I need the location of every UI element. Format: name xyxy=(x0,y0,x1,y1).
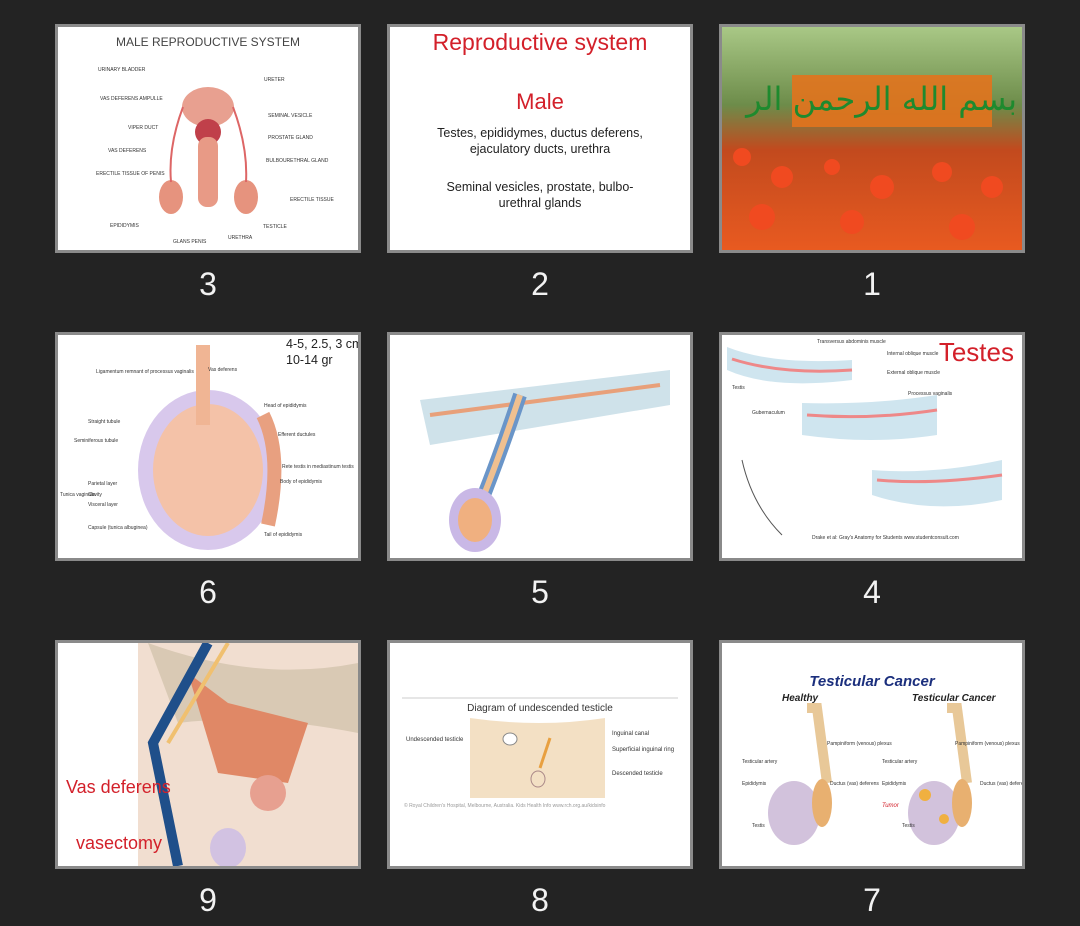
label: Tunica vaginalis xyxy=(60,492,96,498)
label: Inguinal canal xyxy=(612,731,650,737)
label: SEMINAL VESICLE xyxy=(268,113,313,119)
inguinal-canal-diagram xyxy=(420,370,670,552)
label: Descended testicle xyxy=(612,771,663,777)
title-banner xyxy=(792,75,992,127)
label: Vas deferens xyxy=(208,367,238,373)
slide-thumbnail-1[interactable]: بسم الله الرحمن الر xyxy=(719,24,1025,253)
label: Superficial inguinal ring xyxy=(612,747,675,753)
slide-thumbnail-8[interactable]: Diagram of undescended testicle Undescen… xyxy=(387,640,693,869)
slide-number: 6 xyxy=(199,574,217,610)
image-credit: © Royal Children's Hospital, Melbourne, … xyxy=(404,803,606,809)
label: PROSTATE GLAND xyxy=(268,135,313,141)
label: Straight tubule xyxy=(88,419,121,425)
label: Pampiniform (venous) plexus xyxy=(955,741,1020,747)
label: Body of epididymis xyxy=(280,479,322,485)
label: Ductus (vas) deferens xyxy=(980,781,1025,787)
slide-label: vasectomy xyxy=(76,833,163,853)
label: VIPER DUCT xyxy=(128,125,159,131)
label: Testicular artery xyxy=(742,759,778,765)
label: VAS DEFERENS xyxy=(108,148,147,154)
column-heading: Testicular Cancer xyxy=(912,693,996,704)
label: Gubernaculum xyxy=(752,410,785,416)
testicular-cancer-diagram xyxy=(768,703,972,845)
slide-title: Reproductive system xyxy=(432,29,648,55)
label: ERECTILE TISSUE OF PENIS xyxy=(96,171,165,177)
label: VAS DEFERENS AMPULLE xyxy=(100,96,163,102)
label: Ligamentum remnant of processus vaginali… xyxy=(96,369,194,375)
slide-number: 5 xyxy=(531,574,549,610)
label: Seminiferous tubule xyxy=(74,438,119,444)
slide-thumbnail-5[interactable] xyxy=(387,332,693,561)
slide-thumbnail-3[interactable]: MALE REPRODUCTIVE SYSTEM URINARY BLADDER… xyxy=(55,24,361,253)
slide-title: MALE REPRODUCTIVE SYSTEM xyxy=(115,35,301,49)
slide-title: بسم الله الرحمن الر xyxy=(746,80,1017,118)
slide-thumbnail-2[interactable]: Reproductive system Male Testes, epididy… xyxy=(387,24,693,253)
slide-title: Testes xyxy=(938,337,1014,367)
slide-number: 4 xyxy=(863,574,881,610)
label: TESTICLE xyxy=(263,224,287,230)
slide-number: 8 xyxy=(531,882,549,918)
label: Testis xyxy=(752,823,765,829)
label: Undescended testicle xyxy=(406,737,464,743)
slide-number: 7 xyxy=(863,882,881,918)
slide-number: 3 xyxy=(199,266,217,302)
label: Testis xyxy=(902,823,915,829)
label: Tail of epididymis xyxy=(264,532,303,538)
label: Internal oblique muscle xyxy=(887,351,939,357)
slide-label: Vas deferens xyxy=(66,777,171,797)
label: Ductus (vas) deferens xyxy=(830,781,879,787)
label: Transversus abdominis muscle xyxy=(817,339,886,345)
slide-number: 1 xyxy=(863,266,881,302)
label: Processus vaginalis xyxy=(908,391,953,397)
label: EPIDIDYMIS xyxy=(110,223,139,229)
reproductive-diagram xyxy=(159,87,258,214)
slide-thumbnail-4[interactable]: Testes Transversus abdominis muscle Inte… xyxy=(719,332,1025,561)
column-heading: Healthy xyxy=(782,693,819,704)
label: URINARY BLADDER xyxy=(98,67,146,73)
slide-number: 2 xyxy=(531,266,549,302)
label: Cavity xyxy=(88,492,102,498)
label: Testis xyxy=(732,385,745,391)
slide-text: Seminal vesicles, prostate, bulbo-urethr… xyxy=(446,180,634,210)
label: Capsule (tunica albuginea) xyxy=(88,525,148,531)
slide-title: Testicular Cancer xyxy=(809,673,935,690)
slide-thumbnail-9[interactable]: Vas deferens vasectomy xyxy=(55,640,361,869)
testis-diagram xyxy=(138,345,282,550)
label: Head of epididymis xyxy=(264,403,307,409)
label: Rete testis in mediastinum testis xyxy=(282,464,354,470)
slide-number: 9 xyxy=(199,882,217,918)
flower-dots xyxy=(733,148,1003,240)
label: Efferent ductules xyxy=(278,432,316,438)
diagram-title: Diagram of undescended testicle xyxy=(467,703,613,714)
label: URETHRA xyxy=(228,235,253,241)
label: Visceral layer xyxy=(88,502,118,508)
slide-text: Testes, epididymes, ductus deferens, eja… xyxy=(437,126,643,156)
image-credit: Drake et al: Gray's Anatomy for Students… xyxy=(812,535,959,541)
testis-descent-diagram xyxy=(727,347,1003,536)
label: ERECTILE TISSUE xyxy=(290,197,334,203)
weight-note: 10-14 gr xyxy=(286,353,333,367)
label: BULBOURETHRAL GLAND xyxy=(266,158,329,164)
pelvis-diagram xyxy=(138,643,358,866)
label: Tumor xyxy=(882,803,899,809)
label: GLANS PENIS xyxy=(173,239,207,245)
label: Parietal layer xyxy=(88,481,118,487)
slide-thumbnail-6[interactable]: 4-5, 2.5, 3 cm 10-14 gr Ligamentum remna… xyxy=(55,332,361,561)
size-note: 4-5, 2.5, 3 cm xyxy=(286,337,361,351)
slide-thumbnail-7[interactable]: Testicular Cancer Healthy Testicular Can… xyxy=(719,640,1025,869)
label: Epididymis xyxy=(882,781,907,787)
label: External oblique muscle xyxy=(887,370,941,376)
label: URETER xyxy=(264,77,285,83)
undescended-testicle-diagram xyxy=(402,697,678,798)
label: Epididymis xyxy=(742,781,767,787)
slide-subtitle: Male xyxy=(516,89,564,114)
label: Testicular artery xyxy=(882,759,918,765)
label: Pampiniform (venous) plexus xyxy=(827,741,892,747)
